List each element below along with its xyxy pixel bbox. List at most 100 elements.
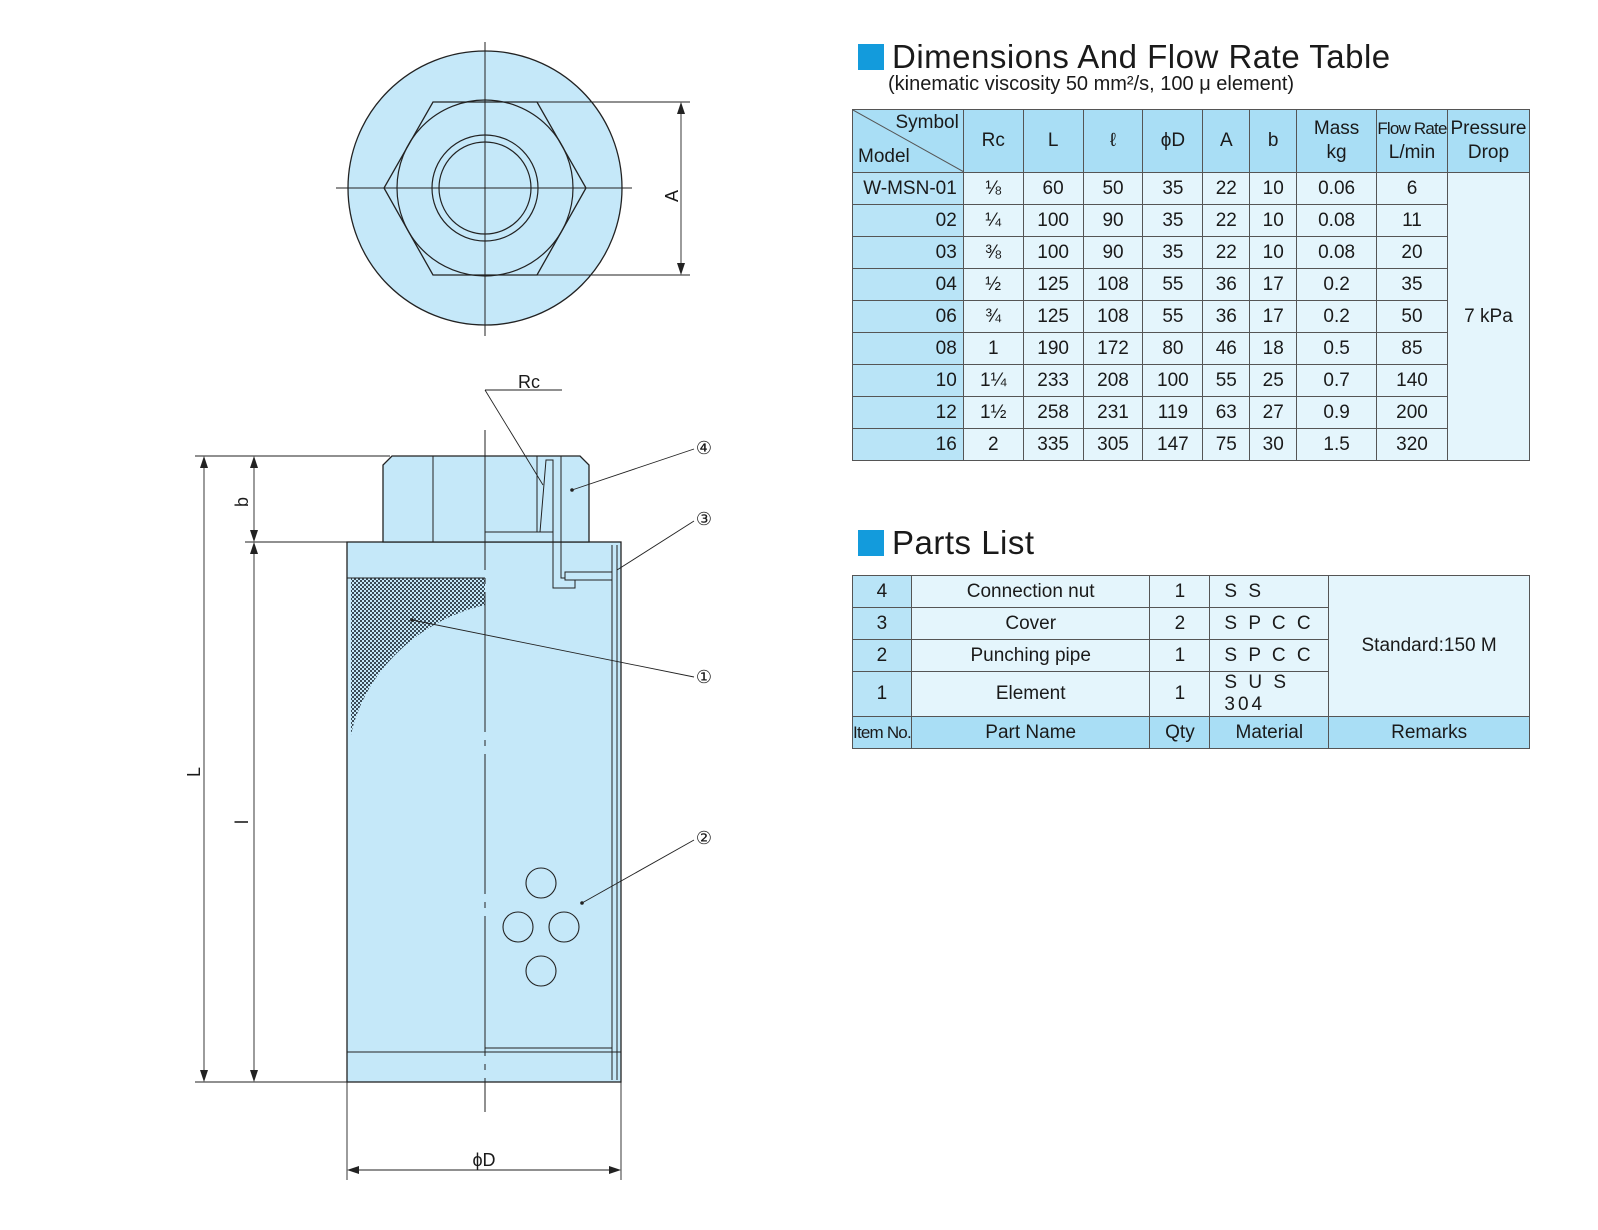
dim-A-label: A — [662, 190, 682, 202]
punch-hole — [525, 955, 557, 987]
punch-hole — [525, 867, 557, 899]
cell-b: 17 — [1249, 268, 1298, 301]
cell-mass: 0.06 — [1296, 172, 1378, 205]
cell-flow: 20 — [1376, 236, 1448, 269]
cell-material: S P C C — [1209, 607, 1330, 640]
callout-2: ② — [696, 828, 712, 848]
callout-4-dot — [570, 488, 574, 492]
cell-rc: ⅜ — [962, 236, 1024, 269]
filter-technical-drawing: A L — [184, 42, 712, 1180]
cell-L: 125 — [1022, 268, 1084, 301]
cell-item-no: 4 — [852, 575, 912, 608]
cell-mass: 0.2 — [1296, 300, 1378, 333]
cell-A: 46 — [1202, 332, 1251, 365]
cell-item-no: 3 — [852, 607, 912, 640]
heading-square-icon — [858, 44, 884, 70]
cell-flow: 200 — [1376, 396, 1448, 429]
cell-part-name: Element — [910, 671, 1151, 717]
header-pd-line1: Pressure — [1450, 118, 1527, 139]
header-l: ℓ — [1082, 109, 1144, 173]
header-b: b — [1249, 109, 1298, 173]
cell-model: 12 — [852, 396, 964, 429]
cell-A: 22 — [1202, 172, 1251, 205]
cell-mass: 0.08 — [1296, 204, 1378, 237]
cell-phiD: 80 — [1142, 332, 1204, 365]
cell-mass: 0.5 — [1296, 332, 1378, 365]
header-pressure-drop: Pressure Drop — [1446, 109, 1531, 173]
cell-b: 18 — [1249, 332, 1298, 365]
dim-A-arrow-top — [677, 102, 685, 114]
cover-lip — [564, 571, 613, 581]
callout-1-dot — [410, 618, 414, 622]
top-view: A — [336, 42, 690, 336]
cell-b: 27 — [1249, 396, 1298, 429]
cell-model: 16 — [852, 428, 964, 461]
cell-l: 208 — [1082, 364, 1144, 397]
cell-mass: 1.5 — [1296, 428, 1378, 461]
cell-flow: 85 — [1376, 332, 1448, 365]
connection-nut — [382, 455, 590, 543]
header-remarks: Remarks — [1328, 716, 1530, 749]
parts-heading: Parts List — [858, 524, 1035, 562]
cell-model: 04 — [852, 268, 964, 301]
dimensions-subtitle: (kinematic viscosity 50 mm²/s, 100 μ ele… — [888, 73, 1295, 95]
header-L: L — [1022, 109, 1084, 173]
header-A: A — [1202, 109, 1251, 173]
cell-model: W-MSN-01 — [852, 172, 964, 205]
header-mass-line1: Mass — [1313, 118, 1360, 139]
header-material: Material — [1209, 716, 1330, 749]
cell-l: 305 — [1082, 428, 1144, 461]
cell-mass: 0.08 — [1296, 236, 1378, 269]
dim-D-arrow-right — [609, 1166, 621, 1174]
cell-material: S U S 304 — [1209, 671, 1330, 717]
cell-rc: 2 — [962, 428, 1024, 461]
cell-L: 125 — [1022, 300, 1084, 333]
cell-rc: ¼ — [962, 204, 1024, 237]
cell-part-name: Punching pipe — [910, 639, 1151, 672]
dim-l-arrow-top — [250, 542, 258, 554]
cell-phiD: 35 — [1142, 236, 1204, 269]
cell-A: 22 — [1202, 204, 1251, 237]
cell-l: 90 — [1082, 204, 1144, 237]
cell-flow: 6 — [1376, 172, 1448, 205]
cell-item-no: 1 — [852, 671, 912, 717]
header-flow: Flow Rate L/min — [1376, 109, 1448, 173]
cell-item-no: 2 — [852, 639, 912, 672]
dim-L-arrow-bottom — [200, 1070, 208, 1082]
parts-title: Parts List — [892, 524, 1035, 561]
cell-b: 10 — [1249, 236, 1298, 269]
cell-qty: 2 — [1149, 607, 1211, 640]
dim-L-arrow-top — [200, 456, 208, 468]
callout-3: ③ — [696, 509, 712, 529]
cell-l: 108 — [1082, 268, 1144, 301]
cell-qty: 1 — [1149, 671, 1211, 717]
cell-L: 190 — [1022, 332, 1084, 365]
cell-b: 10 — [1249, 172, 1298, 205]
rc-leader-diagonal — [484, 389, 544, 486]
cell-part-name: Cover — [910, 607, 1151, 640]
header-flow-line1: Flow Rate — [1377, 119, 1447, 138]
header-part-name: Part Name — [910, 716, 1151, 749]
cell-A: 75 — [1202, 428, 1251, 461]
cell-b: 30 — [1249, 428, 1298, 461]
nut-bore — [484, 456, 576, 589]
cell-mass: 0.7 — [1296, 364, 1378, 397]
cell-phiD: 35 — [1142, 172, 1204, 205]
punch-hole — [548, 911, 580, 943]
cell-A: 36 — [1202, 300, 1251, 333]
cell-rc: 1¼ — [962, 364, 1024, 397]
cell-material: S P C C — [1209, 639, 1330, 672]
callout-4: ④ — [696, 438, 712, 458]
cell-b: 10 — [1249, 204, 1298, 237]
header-item-no: Item No. — [852, 716, 912, 749]
callout-3-leader — [616, 520, 695, 571]
cell-A: 22 — [1202, 236, 1251, 269]
